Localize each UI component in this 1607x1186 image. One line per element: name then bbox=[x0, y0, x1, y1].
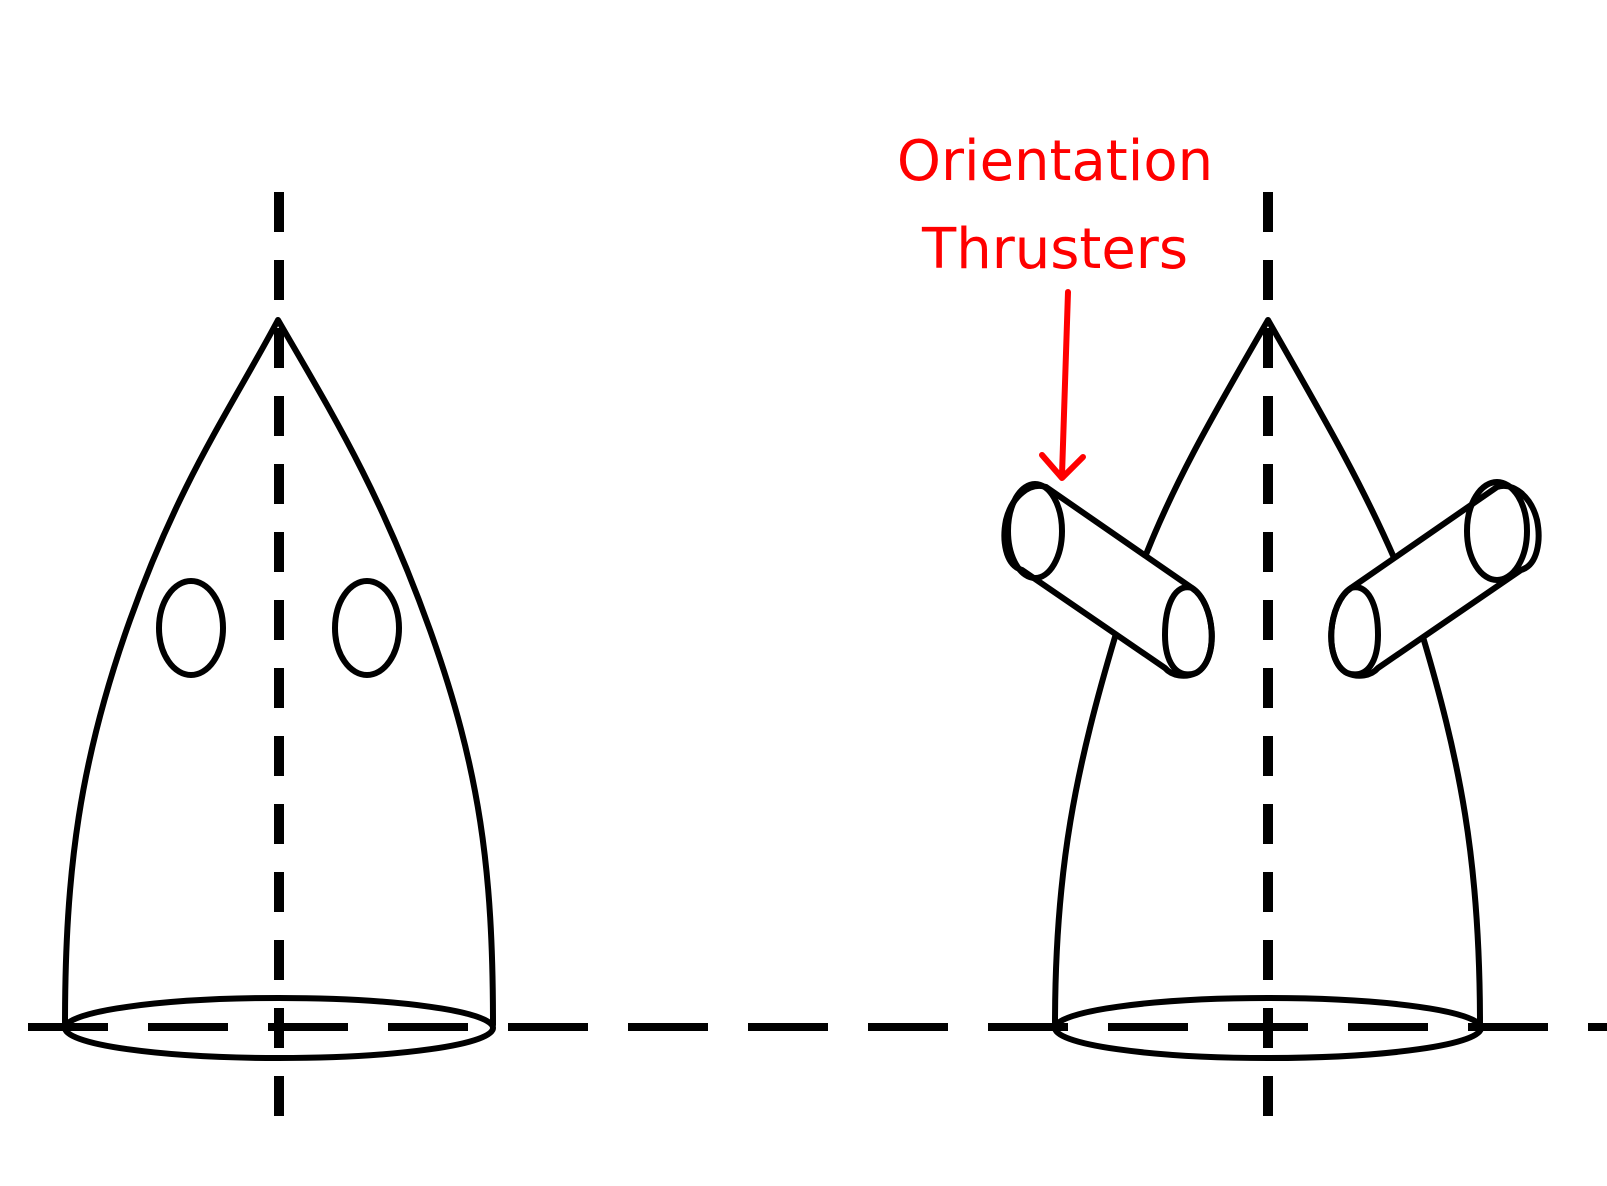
thruster-annotation: Orientation Thrusters bbox=[897, 129, 1213, 481]
thruster-left-nozzle bbox=[1005, 481, 1065, 581]
window-left bbox=[156, 578, 226, 678]
thruster-left-end bbox=[1162, 584, 1215, 678]
annotation-arrow bbox=[1039, 289, 1086, 481]
thruster-right-nozzle bbox=[1464, 479, 1530, 583]
capsule-left-base bbox=[62, 995, 496, 1061]
annotation-label-line1: Orientation bbox=[897, 129, 1213, 194]
capsule-right bbox=[1001, 192, 1542, 1140]
thruster-right bbox=[1328, 479, 1542, 679]
capsule-right-body bbox=[1052, 317, 1483, 1028]
capsule-left bbox=[62, 192, 496, 1140]
thruster-left bbox=[1001, 481, 1215, 679]
capsule-right-base bbox=[1052, 995, 1484, 1061]
thruster-right-body bbox=[1328, 483, 1542, 679]
thruster-right-end bbox=[1328, 584, 1381, 678]
window-right bbox=[332, 578, 402, 678]
annotation-label-line2: Thrusters bbox=[921, 217, 1188, 282]
capsule-left-body bbox=[62, 317, 496, 1028]
